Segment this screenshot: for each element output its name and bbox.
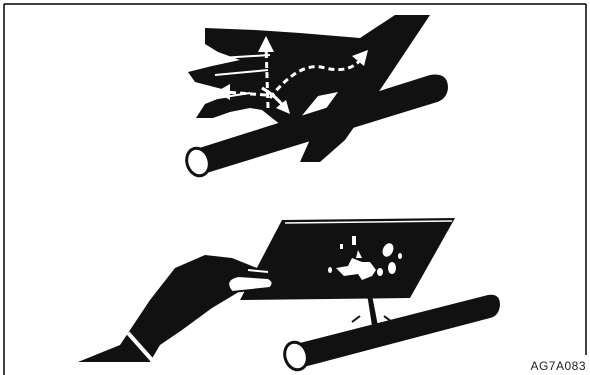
cardboard-over-leaking-hose-icon bbox=[78, 218, 500, 373]
bottom-hand bbox=[78, 255, 275, 362]
bottom-hose bbox=[292, 295, 500, 368]
hand-over-leaking-hose-icon bbox=[183, 15, 448, 179]
figure-code: AG7A083 bbox=[530, 359, 586, 373]
